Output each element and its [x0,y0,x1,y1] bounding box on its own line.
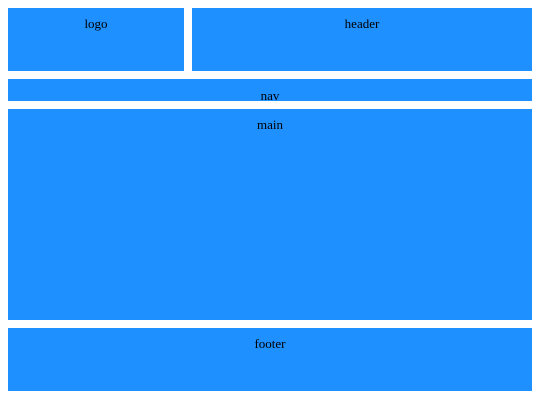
nav-region: nav [8,79,532,103]
logo-region: logo [8,8,184,71]
main-region: main [8,109,532,320]
main-label: main [257,117,283,132]
footer-region: footer [8,328,532,391]
footer-label: footer [254,336,286,351]
nav-label: nav [260,88,280,103]
header-region: header [192,8,532,71]
header-label: header [344,16,380,31]
logo-label: logo [84,16,108,31]
